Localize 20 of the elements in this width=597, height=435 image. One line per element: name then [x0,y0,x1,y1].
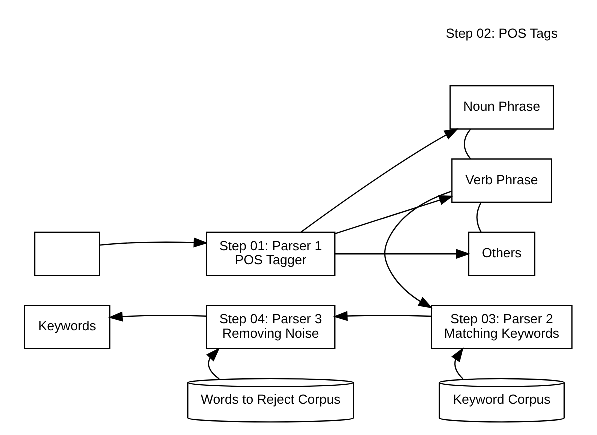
arrow [335,196,454,234]
arrow [100,238,208,248]
node-box: Step 04: Parser 3 Removing Noise [206,305,336,350]
node-box: Step 01: Parser 1 POS Tagger [206,232,336,276]
arrow [452,348,464,380]
arrow [301,128,459,233]
arrow [335,249,471,260]
arrow [333,311,432,322]
arrow [206,348,220,380]
label: Step 02: POS Tags [446,26,558,41]
arrow [384,190,452,309]
node-box [34,232,100,276]
node-box: Others [468,232,536,276]
connector [464,129,472,160]
node-box: Noun Phrase [450,85,554,130]
node-box: Verb Phrase [452,158,552,204]
node-box: Step 03: Parser 2 Matching Keywords [431,305,573,350]
arrow [108,312,206,322]
node-box: Keywords [24,305,111,350]
connector [476,202,482,233]
